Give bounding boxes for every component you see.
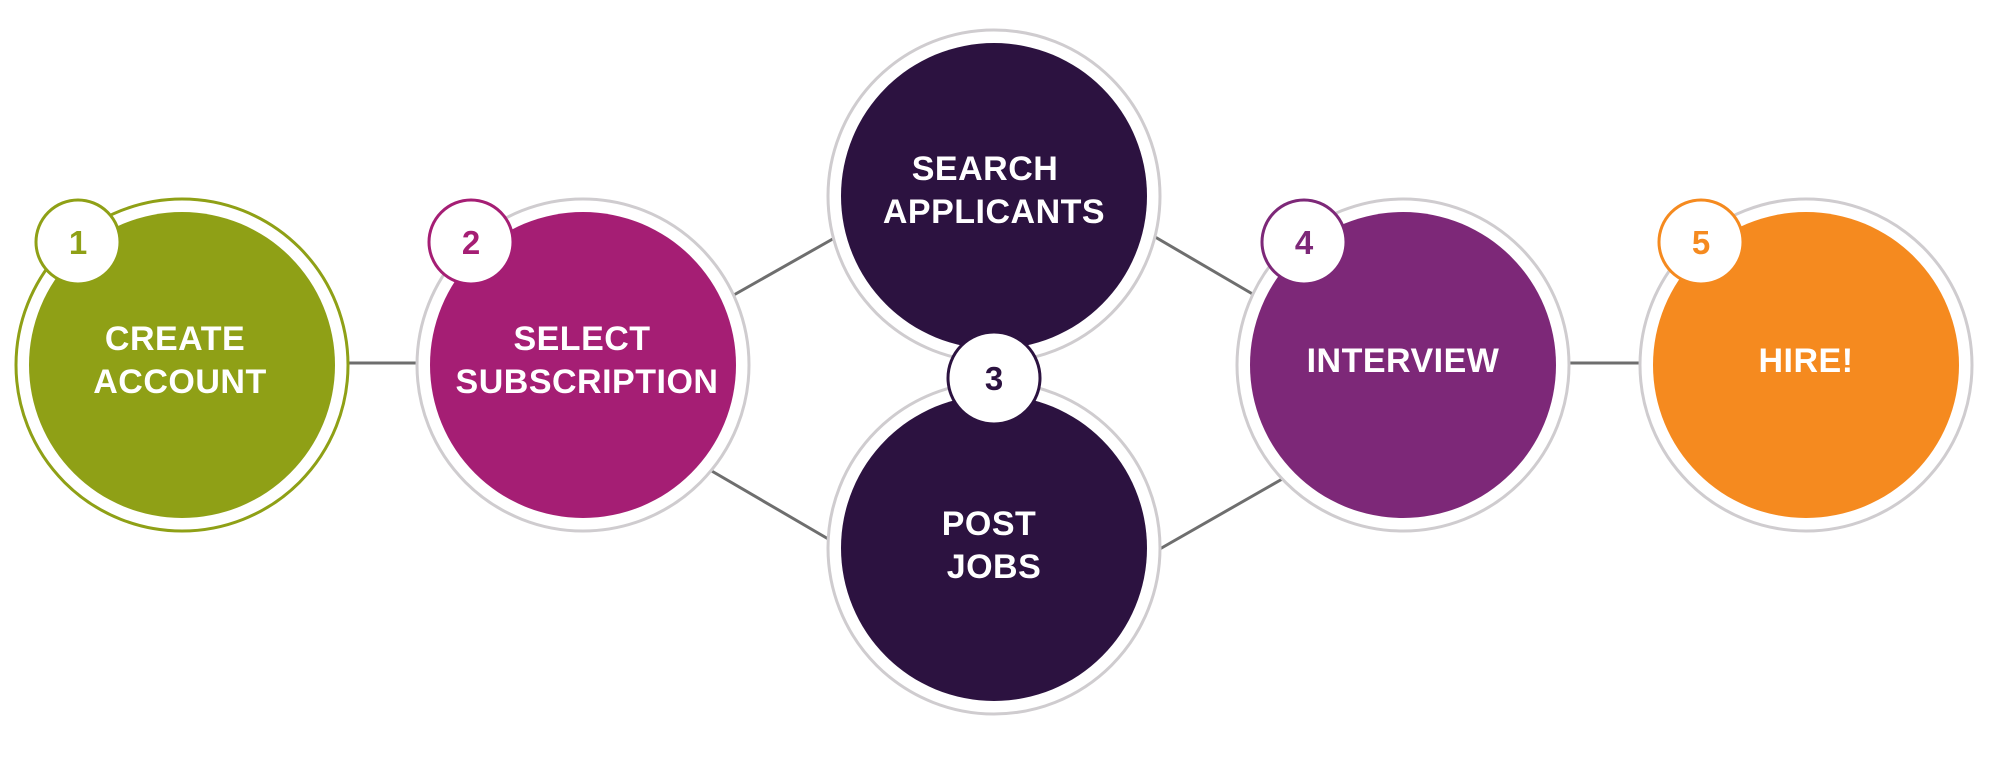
step-select-subscription-label: SELECT SUBSCRIPTION [456,320,719,401]
step-interview-label: INTERVIEW [1307,342,1500,380]
step-hire-circle [1653,212,1959,518]
connector-post-4 [1157,476,1285,552]
connector-2-post [709,468,831,542]
connector-search-4 [1149,232,1257,298]
step-interview-circle [1250,212,1556,518]
connectors [348,232,1640,552]
step-select-subscription-badge: 2 [427,198,515,286]
step-create-account-badge: 1 [34,198,122,286]
step-post-jobs-label: POST JOBS [942,505,1047,586]
step-hire-number: 5 [1692,224,1710,261]
step-interview-badge: 4 [1260,198,1348,286]
step-select-subscription: SELECT SUBSCRIPTION 2 [415,197,751,533]
step-create-account-number: 1 [69,224,87,261]
step-create-account-label: CREATE ACCOUNT [93,320,266,401]
step-select-subscription-circle [430,212,736,518]
step-hire: HIRE! 5 [1638,197,1974,533]
step-post-jobs-badge: 3 [946,330,1042,426]
step-search-applicants: SEARCH APPLICANTS [826,28,1162,364]
step-interview: INTERVIEW 4 [1235,197,1571,533]
step-hire-badge: 5 [1657,198,1745,286]
step-hire-label: HIRE! [1758,342,1853,380]
connector-2-search [731,234,839,298]
step-post-jobs: POST JOBS 3 [826,330,1162,716]
step-create-account-circle [29,212,335,518]
step-search-applicants-circle [841,43,1147,349]
step-search-applicants-label: SEARCH APPLICANTS [883,150,1105,231]
step-interview-number: 4 [1295,224,1314,261]
step-post-jobs-number: 3 [985,360,1003,397]
step-create-account: CREATE ACCOUNT 1 [14,197,350,533]
step-post-jobs-circle [841,395,1147,701]
step-select-subscription-number: 2 [462,224,480,261]
